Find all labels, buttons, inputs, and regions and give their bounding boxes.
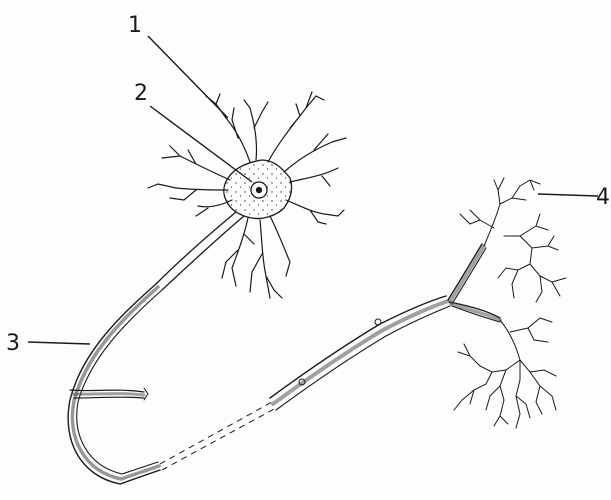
axon-interrupted — [160, 402, 276, 470]
axon-terminals-upper — [460, 178, 566, 302]
label-3: 3 — [6, 331, 20, 356]
label-2: 2 — [134, 81, 148, 106]
myelin-sheath — [68, 284, 162, 484]
nucleolus — [257, 188, 262, 193]
label-4: 4 — [596, 185, 610, 210]
label-1: 1 — [128, 13, 142, 38]
leader-line-3 — [28, 342, 90, 344]
leader-line-2 — [150, 106, 252, 182]
leader-line-1 — [148, 36, 228, 118]
axon-initial-segment — [156, 212, 244, 290]
leader-lines — [28, 36, 598, 344]
leader-line-4 — [538, 194, 598, 196]
axon-collaterals — [448, 244, 500, 322]
myelin-sheath-distal — [270, 296, 450, 410]
axon-terminals-lower — [454, 318, 556, 428]
